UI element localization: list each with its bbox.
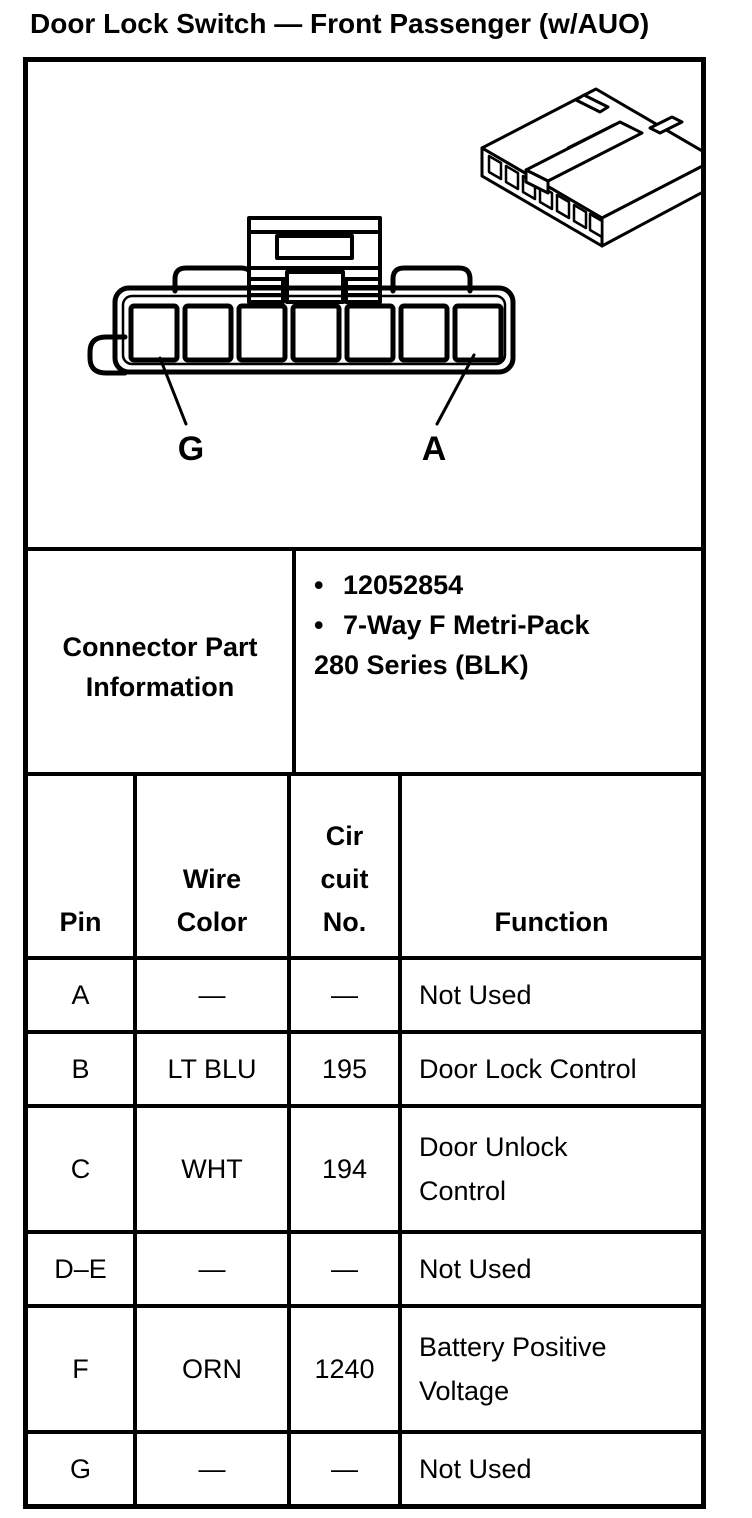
table-row-pin-d-e: D–E — — Not Used (28, 1230, 701, 1304)
function-cell: Not Used (398, 1434, 701, 1504)
pin-cell: A (71, 980, 90, 1010)
wire-color-cell: LT BLU (133, 1034, 287, 1104)
header-function: Function (398, 776, 701, 956)
connector-info-table: G A Connector Part Information • 1205285… (23, 57, 706, 1509)
front-body-inner (121, 294, 507, 366)
leader-line-a (435, 353, 476, 426)
part-series-line: • 7-Way F Metri-Pack (314, 605, 590, 645)
function-text: Door Lock Control (419, 1054, 637, 1084)
front-body-outer (112, 285, 516, 375)
header-pin: Pin (59, 907, 102, 937)
part-info-details: • 12052854 • 7-Way F Metri-Pack 280 Seri… (292, 551, 701, 772)
table-row-pin-a: A — — Not Used (28, 956, 701, 1030)
cavity-c (344, 303, 396, 363)
cavity-a (452, 303, 504, 363)
function-text: Not Used (419, 1254, 532, 1284)
cavity-b (398, 303, 450, 363)
part-series: 7-Way F Metri-Pack (343, 610, 590, 640)
iso-latch (524, 93, 684, 195)
part-number-line: • 12052854 (314, 565, 463, 605)
front-cavities (128, 303, 504, 363)
bullet-icon: • (314, 570, 324, 600)
table-row-pin-b: B LT BLU 195 Door Lock Control (28, 1030, 701, 1104)
function-cell: Battery Positive Voltage (398, 1308, 701, 1430)
function-cell: Door Lock Control (398, 1034, 701, 1104)
front-latch (247, 216, 382, 304)
pin-cell: F (72, 1354, 89, 1384)
page-title: Door Lock Switch — Front Passenger (w/AU… (30, 8, 650, 39)
part-info-row: Connector Part Information • 12052854 • … (28, 547, 701, 772)
iso-cavities (487, 154, 604, 239)
connector-isometric-view (480, 87, 701, 248)
connector-front-view: G A (87, 216, 516, 468)
circuit-no-cell: 194 (287, 1108, 398, 1230)
wire-color-cell: WHT (133, 1108, 287, 1230)
pin-table-header-row: Pin Wire Color Cir cuit No. Function (28, 772, 701, 956)
table-row-pin-f: F ORN 1240 Battery Positive Voltage (28, 1304, 701, 1430)
wire-color-cell: ORN (133, 1308, 287, 1430)
function-cell: Not Used (398, 1234, 701, 1304)
function-text: Not Used (419, 1454, 532, 1484)
pin-a-label: A (422, 430, 447, 468)
table-row-pin-c: C WHT 194 Door Unlock Control (28, 1104, 701, 1230)
pin-cell: B (71, 1054, 90, 1084)
function-cell: Door Unlock Control (398, 1108, 701, 1230)
cavity-g (128, 303, 180, 363)
circuit-no-cell: — (287, 1234, 398, 1304)
header-circuit-no: Cir cuit No. (287, 776, 398, 956)
circuit-no-cell: — (287, 1434, 398, 1504)
function-text: Battery Positive Voltage (419, 1332, 607, 1406)
wire-color-cell: — (133, 960, 287, 1030)
function-text: Not Used (419, 980, 532, 1010)
circuit-no-cell: — (287, 960, 398, 1030)
wire-color-cell: — (133, 1434, 287, 1504)
front-bump-right (390, 265, 473, 294)
connector-diagram-row: G A (28, 62, 701, 547)
cavity-d (290, 303, 342, 363)
part-number: 12052854 (343, 570, 464, 600)
part-series-continuation: 280 Series (BLK) (314, 650, 529, 680)
pin-cell: G (69, 1454, 91, 1484)
table-row-pin-g: G — — Not Used (28, 1430, 701, 1504)
cavity-f (182, 303, 234, 363)
circuit-no-cell: 195 (287, 1034, 398, 1104)
leader-line-g (158, 356, 188, 426)
pin-g-label: G (178, 430, 204, 468)
wire-color-cell: — (133, 1234, 287, 1304)
front-left-tab (87, 334, 128, 376)
cavity-e (236, 303, 288, 363)
pin-cell: D–E (54, 1254, 107, 1284)
header-wire-color: Wire Color (133, 776, 287, 956)
pin-cell: C (70, 1154, 91, 1184)
circuit-no-cell: 1240 (287, 1308, 398, 1430)
connector-diagram: G A (87, 87, 701, 468)
function-text: Door Unlock Control (419, 1132, 568, 1206)
part-info-label: Connector Part Information (62, 631, 258, 702)
bullet-icon: • (314, 610, 324, 640)
function-cell: Not Used (398, 960, 701, 1030)
